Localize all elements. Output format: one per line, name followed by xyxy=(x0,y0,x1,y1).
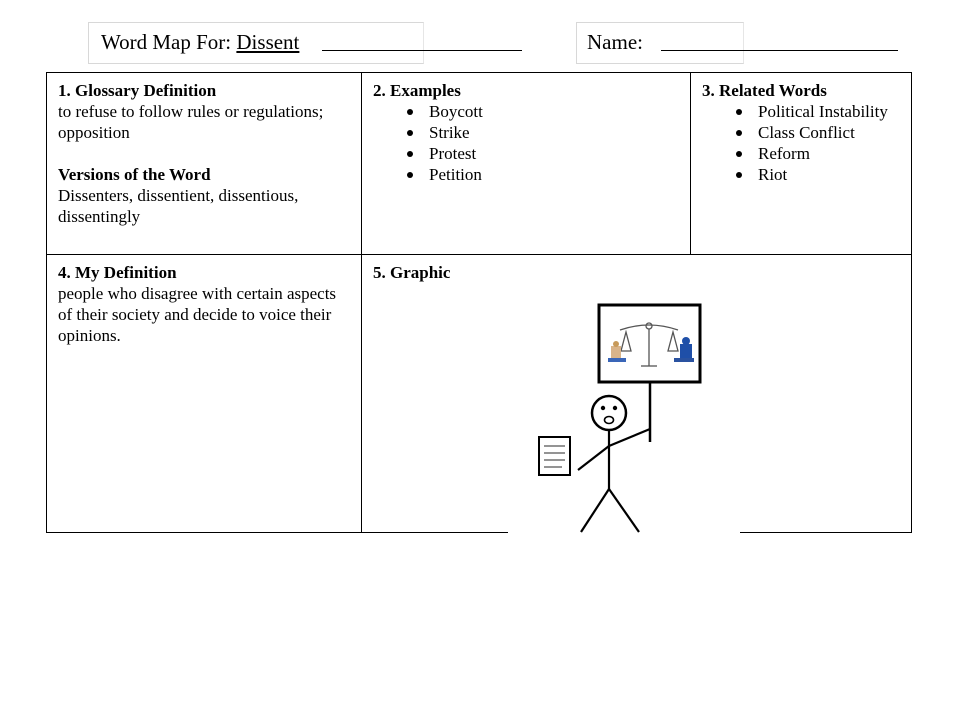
name-label: Name: xyxy=(587,30,643,54)
glossary-cell: 1. Glossary Definition to refuse to foll… xyxy=(46,72,362,255)
examples-heading: 2. Examples xyxy=(373,81,461,100)
figure-head xyxy=(590,394,628,432)
glossary-text: to refuse to follow rules or regulations… xyxy=(58,102,324,142)
list-item: Political Instability xyxy=(736,101,901,122)
list-item: Reform xyxy=(736,143,901,164)
related-list: Political Instability Class Conflict Ref… xyxy=(702,101,901,185)
list-item: Riot xyxy=(736,164,901,185)
word-value: Dissent xyxy=(236,30,300,54)
petition-paper-icon xyxy=(538,436,571,476)
related-heading: 3. Related Words xyxy=(702,81,827,100)
scale-figures-icon xyxy=(608,337,694,362)
examples-list: Boycott Strike Protest Petition xyxy=(373,101,680,185)
my-definition-cell: 4. My Definition people who disagree wit… xyxy=(46,254,362,533)
word-map-label: Word Map For: xyxy=(101,30,237,54)
word-underline xyxy=(322,50,522,51)
related-cell: 3. Related Words Political Instability C… xyxy=(690,72,912,255)
examples-cell: 2. Examples Boycott Strike Protest Petit… xyxy=(361,72,691,255)
scales-of-justice-icon xyxy=(619,322,679,367)
graphic-heading: 5. Graphic xyxy=(373,263,451,282)
name-underline xyxy=(661,50,898,51)
protester-graphic xyxy=(508,296,740,536)
word-map-grid: 1. Glossary Definition to refuse to foll… xyxy=(46,72,912,533)
stick-figure-protester-icon xyxy=(538,303,702,533)
my-definition-text: people who disagree with certain aspects… xyxy=(58,284,337,345)
list-item: Strike xyxy=(407,122,680,143)
versions-heading: Versions of the Word xyxy=(58,165,211,184)
list-item: Boycott xyxy=(407,101,680,122)
list-item: Protest xyxy=(407,143,680,164)
word-map-header-box xyxy=(88,22,424,64)
word-map-title: Word Map For: Dissent xyxy=(101,30,299,55)
my-definition-heading: 4. My Definition xyxy=(58,263,177,282)
list-item: Petition xyxy=(407,164,680,185)
list-item: Class Conflict xyxy=(736,122,901,143)
glossary-heading: 1. Glossary Definition xyxy=(58,81,217,100)
versions-text: Dissenters, dissentient, dissentious, di… xyxy=(58,186,299,226)
name-header-box xyxy=(576,22,744,64)
